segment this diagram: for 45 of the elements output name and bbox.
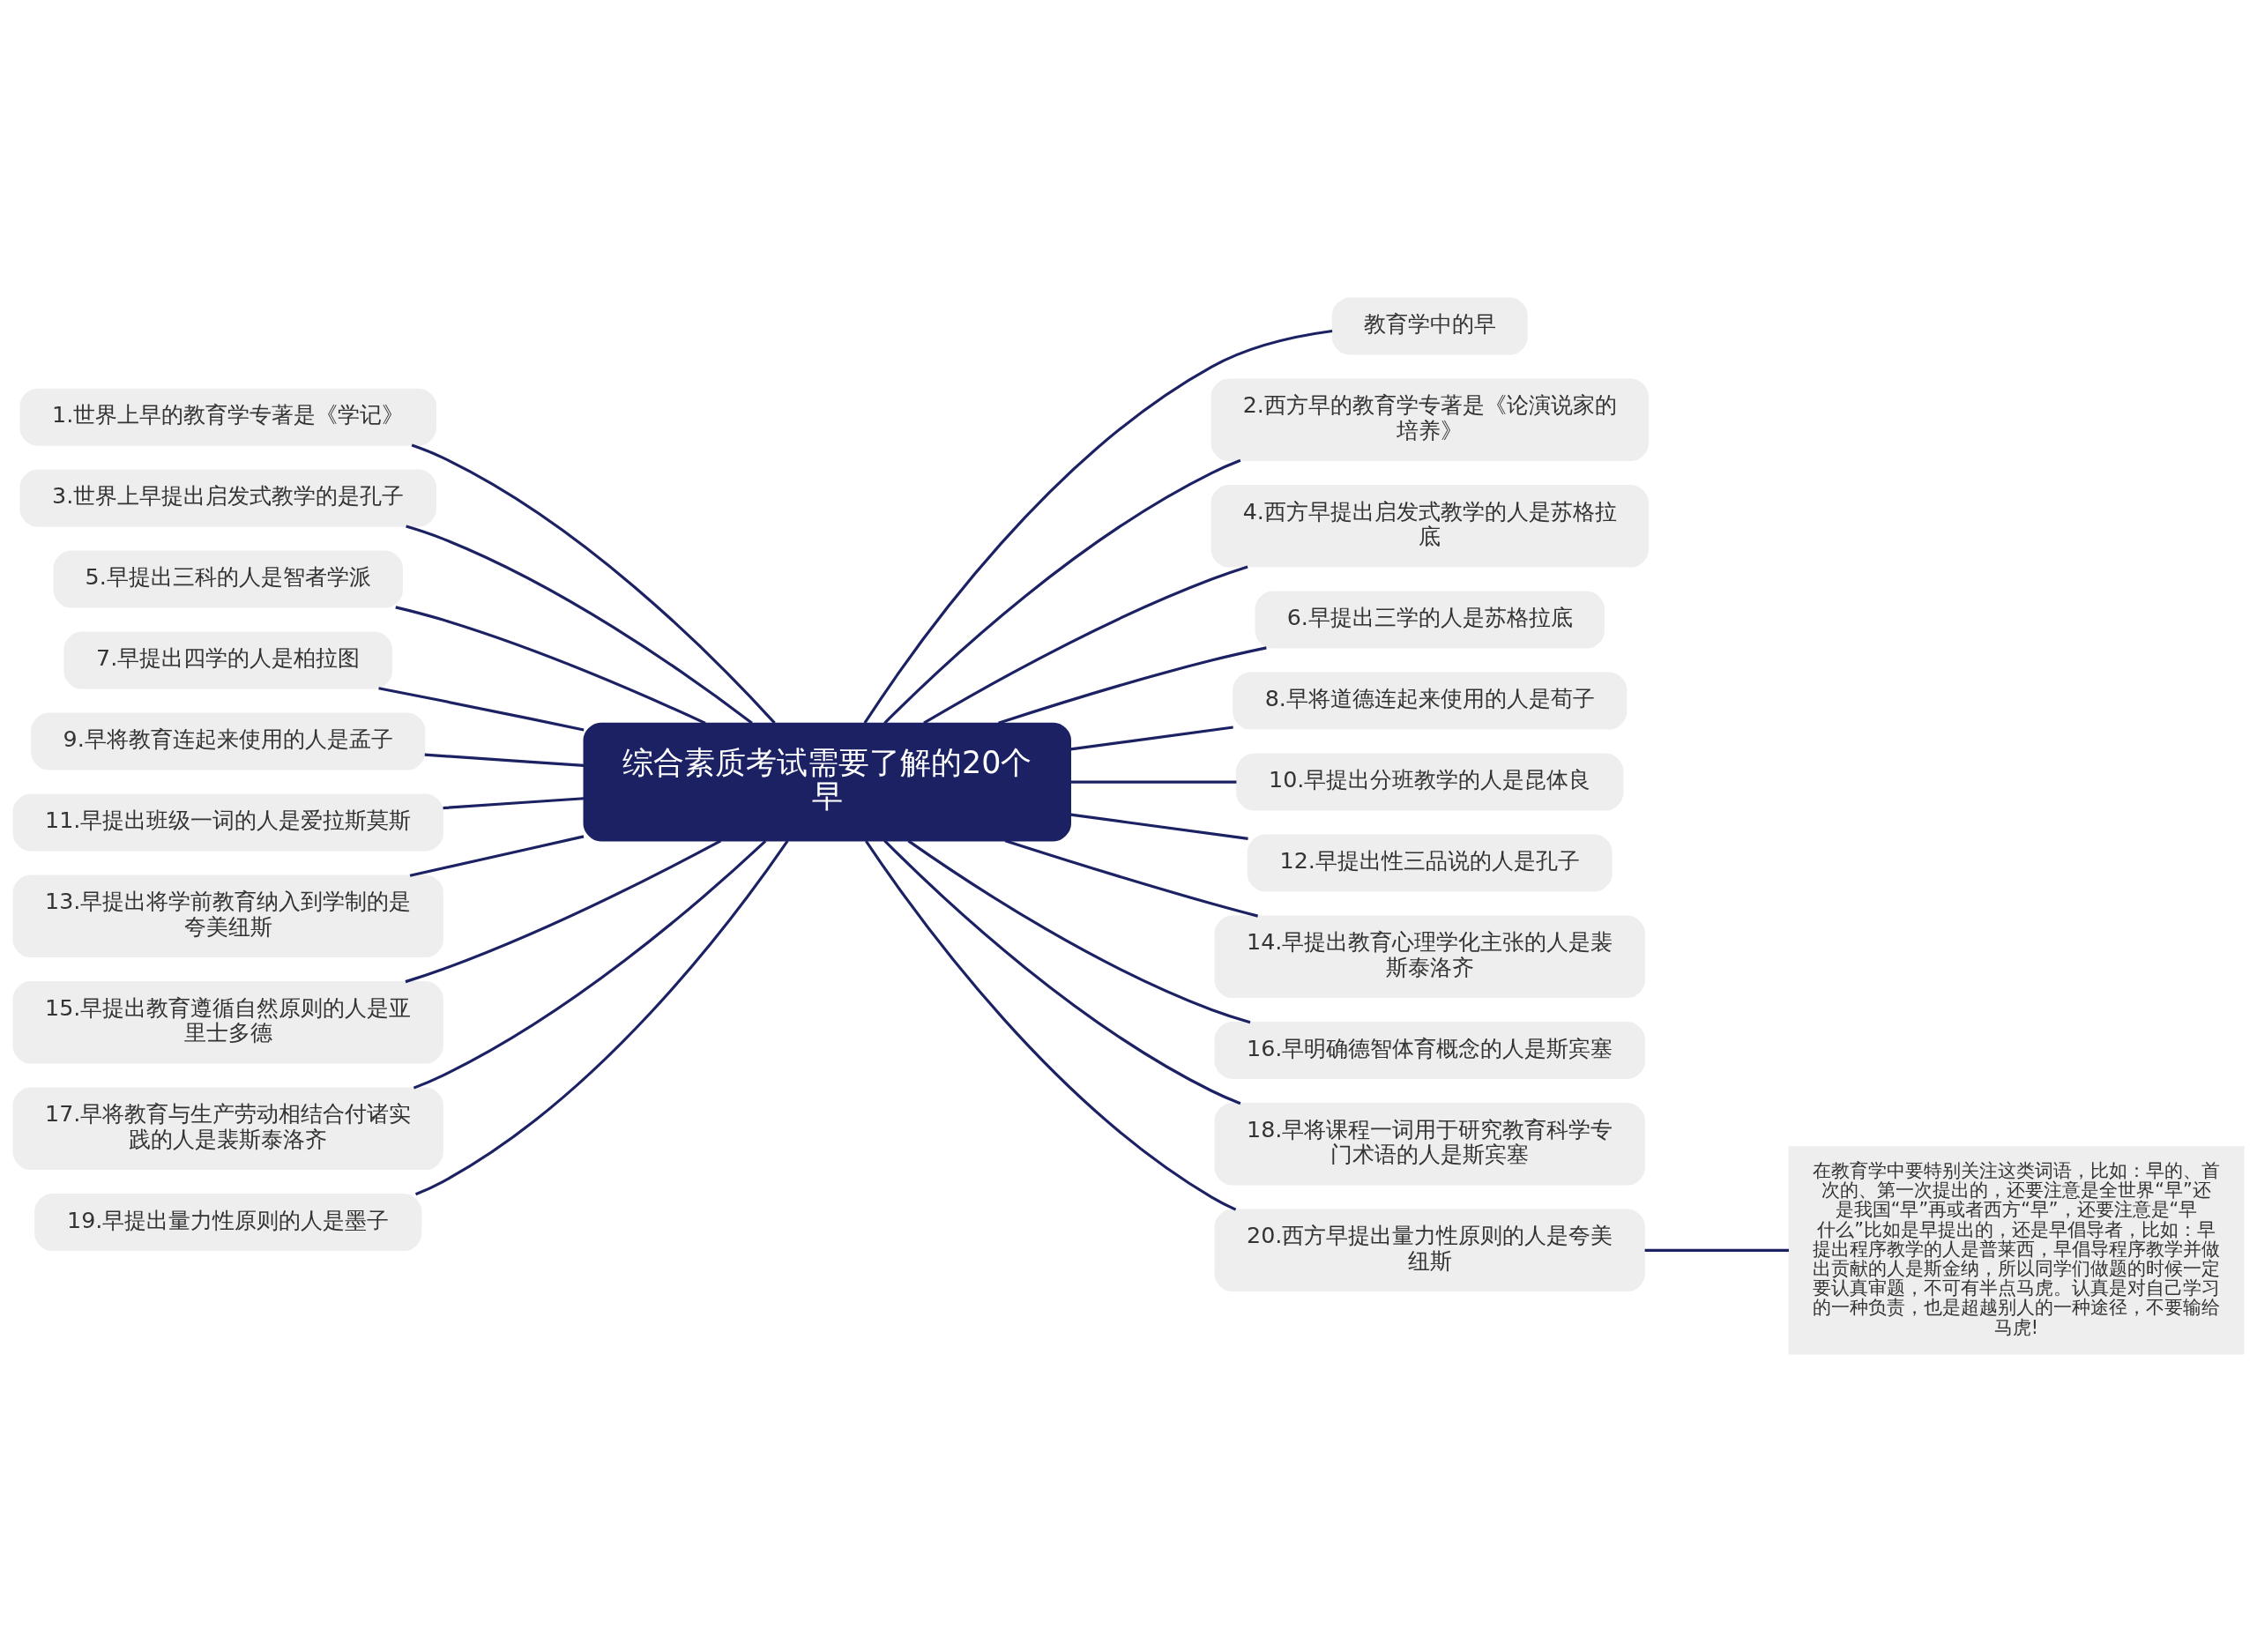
node-box: 10.早提出分班教学的人是昆体良: [1236, 753, 1624, 811]
connector: [863, 329, 1333, 725]
node-box: 3.世界上早提出启发式教学的是孔子: [19, 469, 436, 527]
node-box: 在教育学中要特别关注这类词语，比如：早的、首次的、第一次提出的，还要注意是全世界“早”还是我国“早”再或者西方“早”，还要注意是“早什么”比如是早提出的，还是早倡导者，比如：早提出程序教学的人是普莱西，早倡导程序教学并做出贡献的人是斯金纳，所以同学们做题的时候一定要认真审题，不可有半点马虎。认真是对自己学习的一种负责，也是超越别人的一种途径，不要输给马虎!: [1788, 1146, 2245, 1355]
connector: [411, 443, 776, 725]
connector: [443, 797, 585, 810]
connector: [424, 753, 585, 767]
connector: [413, 839, 767, 1090]
node-box: 2.西方早的教育学专著是《论演说家的培养》: [1210, 378, 1649, 462]
connector: [1070, 813, 1248, 840]
node-box: 1.世界上早的教育学专著是《学记》: [19, 388, 436, 446]
node-box: 8.早将道德连起来使用的人是荀子: [1233, 672, 1628, 730]
connector: [1644, 1248, 1789, 1252]
connector: [395, 606, 706, 725]
connector: [923, 565, 1248, 725]
node-box: 17.早将教育与生产劳动相结合付诸实践的人是裴斯泰洛齐: [12, 1087, 443, 1171]
node-box: 9.早将教育连起来使用的人是孟子: [31, 712, 426, 770]
node-box: 综合素质考试需要了解的20个早: [583, 722, 1071, 842]
node-box: 12.早提出性三品说的人是孔子: [1247, 834, 1613, 892]
connector: [907, 839, 1251, 1024]
connector: [883, 458, 1241, 725]
node-box: 18.早将课程一词用于研究教育科学专门术语的人是斯宾塞: [1214, 1103, 1645, 1186]
node-box: 15.早提出教育遵循自然原则的人是亚里士多德: [12, 981, 443, 1064]
connector: [406, 525, 753, 725]
connector: [1070, 726, 1233, 751]
connector: [998, 646, 1267, 725]
connector: [414, 839, 789, 1196]
node-box: 4.西方早提出启发式教学的人是苏格拉底: [1210, 485, 1649, 568]
node-box: 13.早提出将学前教育纳入到学制的是夸美纽斯: [12, 874, 443, 958]
connector: [405, 839, 722, 984]
node-box: 20.西方早提出量力性原则的人是夸美纽斯: [1214, 1209, 1645, 1292]
node-box: 5.早提出三科的人是智者学派: [53, 550, 403, 608]
node-box: 7.早提出四学的人是柏拉图: [63, 631, 393, 689]
node-box: 16.早明确德智体育概念的人是斯宾塞: [1214, 1022, 1645, 1080]
connector: [1070, 780, 1237, 784]
connector: [409, 835, 585, 877]
connector: [378, 687, 585, 732]
connector: [883, 839, 1241, 1105]
node-box: 教育学中的早: [1331, 297, 1528, 355]
node-box: 6.早提出三学的人是苏格拉底: [1255, 591, 1605, 649]
node-box: 19.早提出量力性原则的人是墨子: [34, 1194, 422, 1252]
node-box: 14.早提出教育心理学化主张的人是裴斯泰洛齐: [1214, 915, 1645, 999]
connector: [1004, 839, 1259, 918]
connector: [865, 840, 1237, 1211]
node-box: 11.早提出班级一词的人是爱拉斯莫斯: [12, 793, 443, 852]
